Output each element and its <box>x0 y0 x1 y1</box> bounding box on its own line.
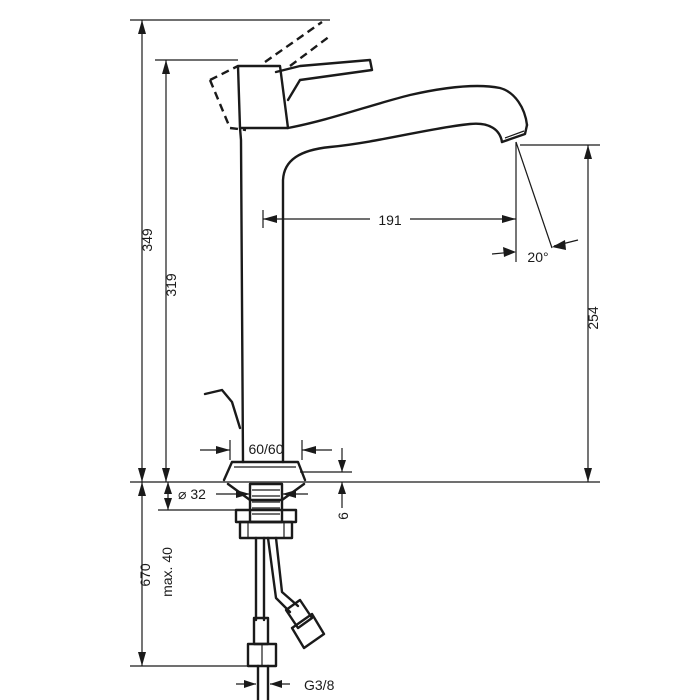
lever-swing-position <box>208 21 331 132</box>
aerator-line <box>504 130 525 139</box>
overall-height-label: 349 <box>139 228 155 252</box>
dim-hose-length: 670 <box>130 482 248 667</box>
mounting-shank <box>226 482 306 540</box>
dim-overall-height: 349 <box>130 19 330 482</box>
spray-angle-label: 20° <box>527 249 548 265</box>
spout-clearance-label: 254 <box>585 306 601 330</box>
body-height-label: 319 <box>163 273 179 297</box>
shank-diameter-label: ⌀ 32 <box>178 486 206 502</box>
dim-max-counter: max. 40 <box>158 482 236 597</box>
fixing-nut <box>234 508 298 524</box>
dim-spray-angle: 20° <box>491 141 579 265</box>
faucet-body <box>203 58 529 482</box>
aerator <box>500 123 529 144</box>
dim-shank-diameter: ⌀ 32 <box>178 486 308 502</box>
base-thickness-label: 6 <box>335 512 351 520</box>
handle-housing <box>236 64 290 130</box>
dim-connection-thread: G3/8 <box>236 677 335 693</box>
spout-reach-label: 191 <box>378 212 402 228</box>
hose-fitting-left <box>252 616 270 646</box>
base-width-label: 60/60 <box>248 441 283 457</box>
base-plate <box>222 460 307 482</box>
popup-rod <box>203 388 242 430</box>
max-counter-label: max. 40 <box>159 547 175 597</box>
dim-spout-clearance: 254 <box>520 144 601 482</box>
spout-top-edge <box>286 84 529 130</box>
dim-body-height: 319 <box>155 59 238 482</box>
lever-handle <box>274 58 374 102</box>
column-right-edge <box>281 122 504 464</box>
lock-nut <box>238 520 294 540</box>
supply-hoses <box>246 536 326 700</box>
hose-fitting-right <box>284 598 314 630</box>
hose-length-label: 670 <box>137 563 153 587</box>
dim-base-width: 60/60 <box>200 440 332 460</box>
hose-nut-right <box>290 612 326 650</box>
connection-thread-label: G3/8 <box>304 677 335 693</box>
dim-spout-reach: 191 <box>262 210 516 228</box>
column-left-edge <box>238 126 245 464</box>
dim-base-thickness: 6 <box>300 448 352 520</box>
